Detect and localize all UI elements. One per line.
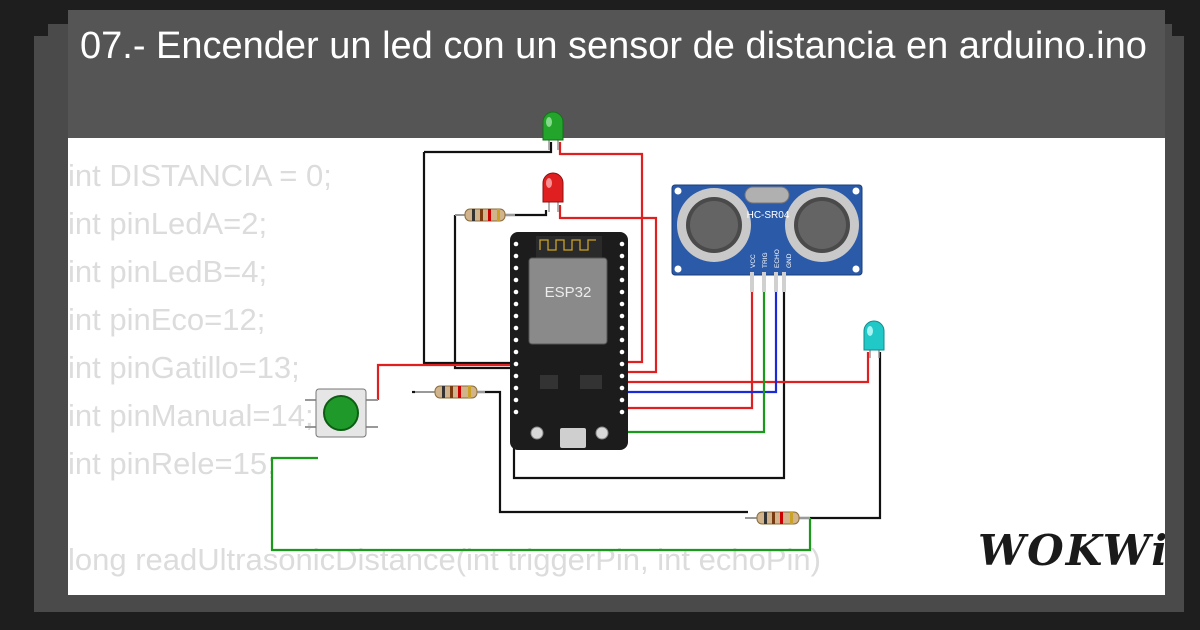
sensor-pin-label: VCC (750, 254, 757, 268)
circuit-diagram: ESP32 HC-SR04 VCC (270, 111, 885, 552)
sensor-pin-label: GND (786, 253, 793, 268)
sensor-pin-label: TRIG (762, 252, 769, 268)
code-listing: int DISTANCIA = 0; int pinLedA=2; int pinL… (68, 152, 821, 595)
code-line: int DISTANCIA = 0; (68, 158, 332, 193)
sensor-pin-label: ECHO (774, 249, 781, 268)
led-green (542, 111, 564, 150)
code-line: long readUltrasonicDistance(int triggerP… (68, 542, 821, 577)
sensor-label: HC-SR04 (747, 210, 790, 221)
code-line: int pinGatillo=13; (68, 350, 300, 385)
code-line: { (68, 584, 821, 595)
wires-red (376, 142, 870, 410)
led-red (542, 172, 564, 212)
esp32-label: ESP32 (545, 284, 592, 301)
code-line: int pinEco=12; (68, 302, 266, 337)
page-title: 07.- Encender un led con un sensor de di… (80, 25, 1147, 67)
wokwi-logo: WOKWi (978, 526, 1165, 575)
esp32-board: ESP32 (510, 232, 628, 450)
wires-black (412, 142, 882, 520)
code-line: int pinManual=14; (68, 398, 314, 433)
resistor-middle (415, 385, 485, 399)
resistor-bottom (745, 511, 810, 525)
code-line: int pinRele=15; (68, 446, 276, 481)
code-line: int pinLedA=2; (68, 206, 268, 241)
preview-card: 07.- Encender un led con un sensor de di… (68, 10, 1165, 595)
title-bar: 07.- Encender un led con un sensor de di… (68, 10, 1165, 138)
led-cyan (863, 320, 885, 358)
hc-sr04-sensor: HC-SR04 VCC TRIG ECHO GND (671, 184, 863, 292)
resistor-top (455, 208, 515, 222)
code-line: int pinLedB=4; (68, 254, 268, 289)
pushbutton (305, 388, 378, 438)
